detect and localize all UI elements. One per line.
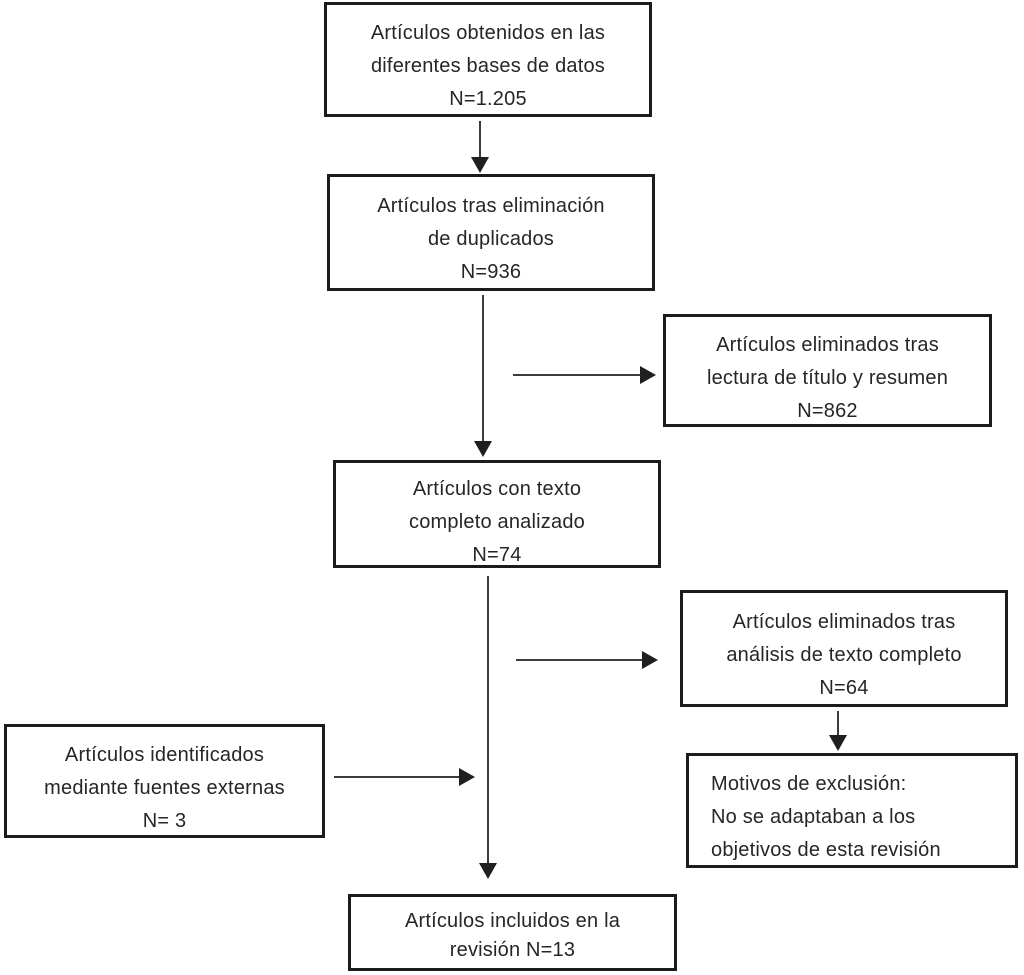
- node-text-line: Artículos tras eliminación: [377, 195, 605, 217]
- node-count: N= 3: [142, 810, 187, 832]
- node-articulos-obtenidos: Artículos obtenidos en las diferentes ba…: [324, 2, 652, 117]
- node-text-line: Motivos de exclusión:: [711, 773, 907, 795]
- arrow-fuentes-externas-to-flow: [334, 768, 475, 786]
- arrow-shaft: [482, 295, 484, 444]
- node-text-line: objetivos de esta revisión: [711, 839, 941, 861]
- arrow-shaft: [513, 374, 643, 376]
- node-motivos-exclusion: Motivos de exclusión: No se adaptaban a …: [686, 753, 1018, 868]
- arrow-to-eliminados-titulo: [513, 366, 656, 384]
- node-text-line: diferentes bases de datos: [370, 55, 606, 77]
- node-text-line: análisis de texto completo: [726, 644, 962, 666]
- arrow-shaft: [479, 121, 481, 160]
- arrow-shaft: [487, 576, 489, 866]
- node-count: N=862: [797, 400, 858, 422]
- node-eliminados-analisis-texto: Artículos eliminados tras análisis de te…: [680, 590, 1008, 707]
- node-count: N=74: [472, 544, 522, 566]
- arrow-head-down-icon: [471, 157, 489, 173]
- node-text-line: Artículos identificados: [64, 744, 265, 766]
- arrow-texto-completo-to-incluidos: [478, 576, 498, 879]
- arrow-head-down-icon: [829, 735, 847, 751]
- node-text-line: Artículos con texto: [412, 478, 582, 500]
- arrow-obtenidos-to-duplicados: [470, 121, 490, 173]
- arrow-head-down-icon: [474, 441, 492, 457]
- arrow-shaft: [516, 659, 645, 661]
- arrow-shaft: [334, 776, 462, 778]
- node-count: N=64: [819, 677, 869, 699]
- arrow-head-right-icon: [459, 768, 475, 786]
- node-text-line: Artículos eliminados tras: [716, 334, 939, 356]
- node-count: N=936: [460, 261, 522, 283]
- node-text-line: mediante fuentes externas: [44, 777, 285, 799]
- node-incluidos-revision: Artículos incluidos en la revisión N=13: [348, 894, 677, 971]
- arrow-eliminados-analisis-to-motivos: [828, 711, 848, 751]
- node-count: revisión N=13: [449, 939, 576, 961]
- node-text-line: Artículos incluidos en la: [404, 910, 621, 932]
- node-tras-eliminacion-duplicados: Artículos tras eliminación de duplicados…: [327, 174, 655, 291]
- node-text-line: completo analizado: [409, 511, 585, 533]
- node-eliminados-titulo-resumen: Artículos eliminados tras lectura de tít…: [663, 314, 992, 427]
- node-text-line: Artículos eliminados tras: [732, 611, 956, 633]
- arrow-head-right-icon: [640, 366, 656, 384]
- arrow-duplicados-to-texto-completo: [473, 295, 493, 457]
- arrow-head-down-icon: [479, 863, 497, 879]
- node-texto-completo-analizado: Artículos con texto completo analizado N…: [333, 460, 661, 568]
- node-count: N=1.205: [449, 88, 527, 110]
- arrow-to-eliminados-analisis: [516, 651, 658, 669]
- node-text-line: Artículos obtenidos en las: [370, 22, 606, 44]
- node-text-line: No se adaptaban a los: [711, 806, 916, 828]
- arrow-shaft: [837, 711, 839, 738]
- node-text-line: lectura de título y resumen: [706, 367, 949, 389]
- arrow-head-right-icon: [642, 651, 658, 669]
- node-fuentes-externas: Artículos identificados mediante fuentes…: [4, 724, 325, 838]
- node-text-line: de duplicados: [427, 228, 555, 250]
